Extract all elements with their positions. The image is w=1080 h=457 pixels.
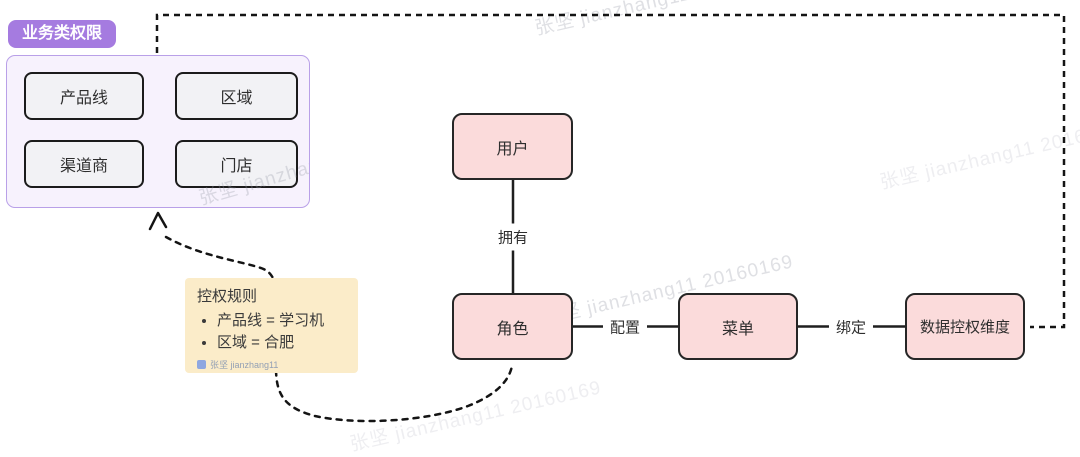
edge-dimension-permissions-dashed: [155, 13, 1066, 329]
permission-item-store: 门店: [175, 140, 298, 188]
edge-role-rule-dashed: [164, 235, 514, 423]
node-role: 角色: [452, 293, 573, 360]
edge-label-own: 拥有: [490, 223, 536, 251]
edge-label-configure: 配置: [602, 313, 648, 341]
permission-item-channel: 渠道商: [24, 140, 144, 188]
author-name: 张坚 jianzhang11: [210, 360, 279, 370]
node-data-dimension: 数据控权维度: [905, 293, 1025, 360]
permission-group-container: 产品线 区域 渠道商 门店 张坚 jianzhang11 20160169: [6, 55, 310, 208]
rule-note: 控权规则 产品线 = 学习机 区域 = 合肥 张坚 jianzhang11: [185, 278, 358, 373]
group-title-badge: 业务类权限: [8, 20, 116, 48]
node-menu: 菜单: [678, 293, 798, 360]
edge-label-bind: 绑定: [828, 313, 874, 341]
rule-note-item: 产品线 = 学习机: [217, 309, 348, 330]
rule-note-list: 产品线 = 学习机 区域 = 合肥: [197, 309, 348, 352]
rule-note-item: 区域 = 合肥: [217, 331, 348, 352]
permission-item-product-line: 产品线: [24, 72, 144, 120]
rule-note-author: 张坚 jianzhang11: [197, 358, 348, 371]
arrowhead-up-icon: [148, 211, 168, 231]
node-user: 用户: [452, 113, 573, 180]
author-avatar-icon: [197, 360, 206, 369]
permission-item-region: 区域: [175, 72, 298, 120]
rule-note-title: 控权规则: [197, 288, 258, 305]
